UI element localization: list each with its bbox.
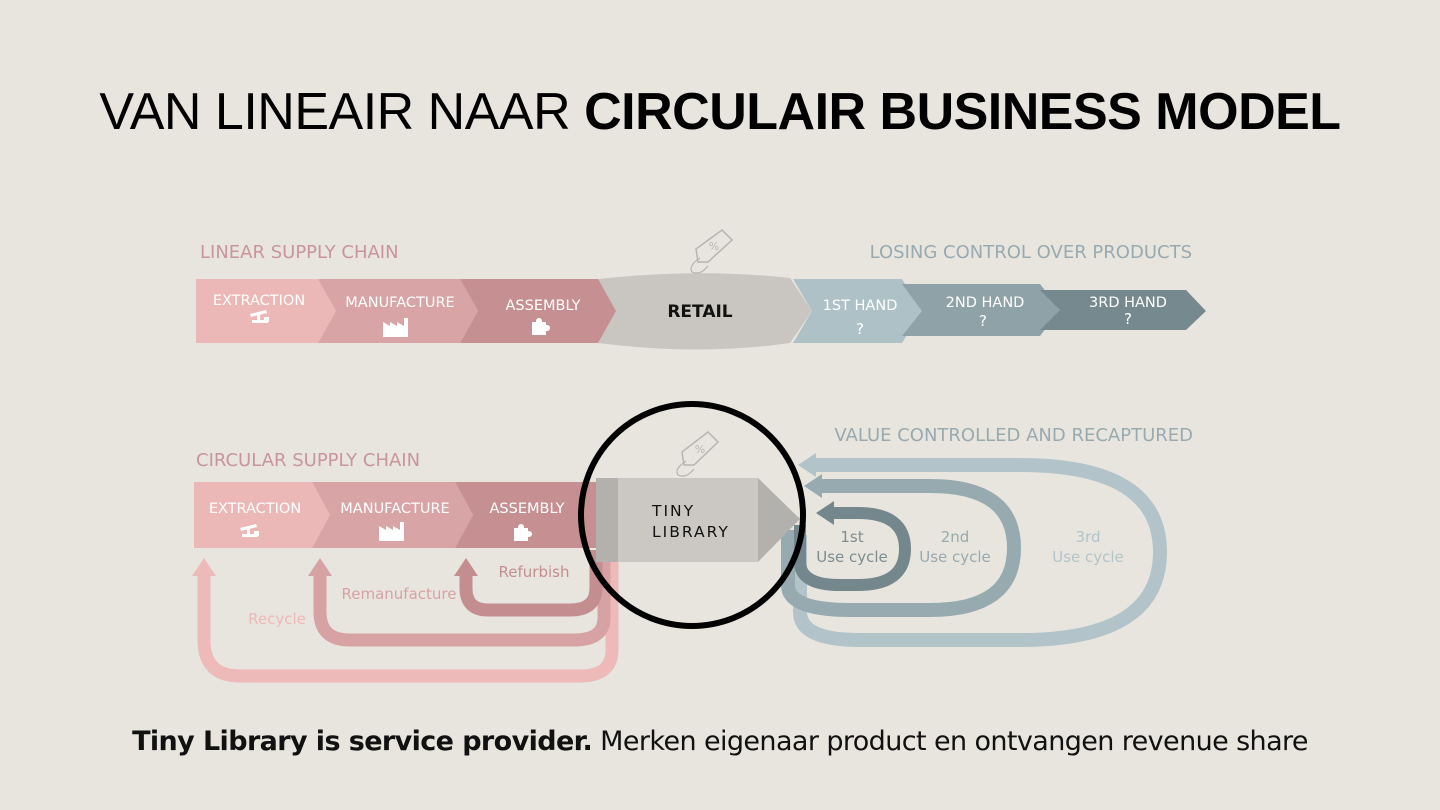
loop-1st-use-cycle <box>794 507 912 591</box>
caption-rest: Merken eigenaar product en ontvangen rev… <box>592 726 1308 757</box>
use-cycle-loops <box>781 453 1168 647</box>
linear-step-2nd-hand <box>902 284 1060 336</box>
price-tag-icon: % <box>690 229 734 274</box>
title-bold: CIRCULAIR BUSINESS MODEL <box>584 83 1341 141</box>
loop-3rd-use-cycle <box>793 458 1168 647</box>
highlight-ring <box>578 401 806 629</box>
linear-label-2nd-hand: 2ND HAND <box>946 295 1025 311</box>
linear-step-assembly <box>460 279 618 343</box>
puzzle-icon <box>514 524 532 541</box>
linear-label-3rd-hand: 3RD HAND <box>1089 295 1167 311</box>
tiny-library-left-cap <box>596 478 618 562</box>
return-loops <box>192 550 619 683</box>
cycle-3-label: Use cycle <box>1052 548 1124 566</box>
loop-label-refurbish: Refurbish <box>499 563 570 581</box>
oil-pump-icon <box>250 310 269 323</box>
circular-label-extraction: EXTRACTION <box>209 501 301 517</box>
linear-retail-block <box>598 273 812 350</box>
linear-label-assembly: ASSEMBLY <box>506 298 581 314</box>
circular-right-heading: VALUE CONTROLLED AND RECAPTURED <box>834 425 1193 446</box>
linear-label-1st-hand: 1ST HAND <box>823 298 898 314</box>
cycle-2-num: 2nd <box>941 528 970 546</box>
loop-1st-arrowhead <box>816 501 834 525</box>
cycle-1-label: Use cycle <box>816 548 888 566</box>
linear-chain: EXTRACTION MANUFACTURE ASSEMBLY RETAIL 1… <box>196 229 1206 350</box>
linear-label-manufacture: MANUFACTURE <box>345 295 454 311</box>
loop-remanufacture <box>313 550 611 647</box>
price-tag-icon: % <box>676 431 720 477</box>
cycle-2-label: Use cycle <box>919 548 991 566</box>
caption-bold: Tiny Library is service provider. <box>132 726 593 757</box>
cycle-3-num: 3rd <box>1076 528 1101 546</box>
circular-step-assembly <box>455 482 614 548</box>
linear-tag-text: % <box>709 240 719 253</box>
tiny-library-line-2: LIBRARY <box>652 523 730 541</box>
circular-chain: EXTRACTION MANUFACTURE ASSEMBLY <box>194 482 614 548</box>
linear-label-extraction: EXTRACTION <box>213 293 305 309</box>
loop-recycle-arrowhead <box>192 558 216 576</box>
linear-mark-3rd-hand: ? <box>1124 310 1132 328</box>
linear-mark-1st-hand: ? <box>856 320 864 338</box>
tiny-library-block: TINY LIBRARY <box>596 478 800 562</box>
factory-icon <box>379 522 404 541</box>
linear-right-heading: LOSING CONTROL OVER PRODUCTS <box>870 242 1192 263</box>
tiny-library-line-1: TINY <box>651 502 695 520</box>
linear-step-1st-hand <box>793 279 922 343</box>
tiny-library-arrow <box>758 478 800 562</box>
loop-2nd-use-cycle <box>781 479 1022 617</box>
title-regular: VAN LINEAIR NAAR <box>99 83 585 141</box>
circular-label-manufacture: MANUFACTURE <box>340 501 449 517</box>
linear-label-retail: RETAIL <box>667 302 732 322</box>
loop-recycle <box>197 550 619 683</box>
loop-refurbish-arrowhead <box>454 558 478 576</box>
linear-step-3rd-hand <box>1040 290 1206 330</box>
cycle-1-num: 1st <box>840 528 863 546</box>
circular-tag-text: % <box>695 443 705 456</box>
loop-3rd-arrowhead <box>798 453 816 477</box>
page-title: VAN LINEAIR NAAR CIRCULAIR BUSINESS MODE… <box>0 82 1440 142</box>
factory-icon <box>383 318 408 337</box>
circular-step-manufacture <box>312 482 473 548</box>
oil-pump-icon <box>240 524 259 537</box>
tiny-library-body <box>618 478 758 562</box>
caption: Tiny Library is service provider. Merken… <box>0 726 1440 757</box>
loop-label-remanufacture: Remanufacture <box>342 585 457 603</box>
loop-label-recycle: Recycle <box>248 610 306 628</box>
circular-step-extraction <box>194 482 330 548</box>
loop-remanufacture-arrowhead <box>308 558 332 576</box>
circular-heading: CIRCULAR SUPPLY CHAIN <box>196 450 420 471</box>
linear-step-manufacture <box>318 279 478 343</box>
puzzle-icon <box>532 318 550 335</box>
circular-label-assembly: ASSEMBLY <box>490 501 565 517</box>
linear-mark-2nd-hand: ? <box>979 312 987 330</box>
loop-refurbish <box>459 550 603 617</box>
loop-2nd-arrowhead <box>804 474 822 498</box>
linear-heading: LINEAR SUPPLY CHAIN <box>200 242 399 263</box>
